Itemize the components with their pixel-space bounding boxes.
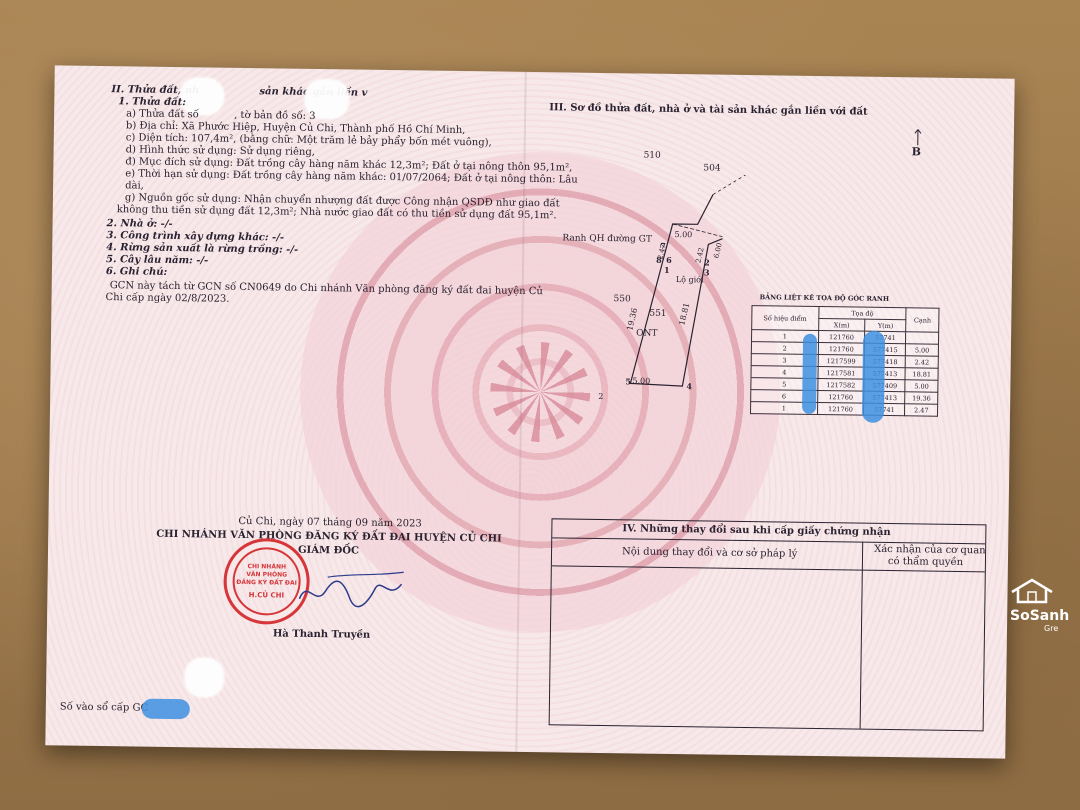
signing-date: Củ Chi, ngày 07 tháng 09 năm 2023 xyxy=(238,515,422,530)
note-line-2: Chi cấp ngày 02/8/2023. xyxy=(105,292,230,305)
signature xyxy=(298,571,404,608)
col-y: Y(m) xyxy=(864,319,907,332)
neighbor-504: 504 xyxy=(703,163,721,174)
map-sheet: , tờ bản đồ số: 3 xyxy=(234,109,316,122)
vertex-3: 3 xyxy=(703,267,710,278)
road-boundary-label: Ranh QH đường GT xyxy=(562,233,652,245)
parcel-diagram xyxy=(629,173,754,387)
registry-number: Số vào sổ cấp GC xyxy=(59,701,149,714)
coord-table-title: BẢNG LIỆT KÊ TỌA ĐỘ GÓC RANH xyxy=(759,293,890,304)
col-edge: Cạnh xyxy=(906,307,939,333)
director-title: GIÁM ĐỐC xyxy=(297,544,360,557)
redaction-blue xyxy=(141,698,190,720)
neighbor-510: 510 xyxy=(643,150,661,161)
sosanh-watermark: SoSanh Gre xyxy=(1010,578,1080,638)
parcel-number: a) Thửa đất số xyxy=(126,108,199,121)
road-setback-label: Lộ giới xyxy=(675,275,704,285)
redaction-blur xyxy=(183,657,225,698)
changes-col-content: Nội dung thay đổi và cơ sở pháp lý xyxy=(621,546,798,560)
item-6: 6. Ghi chú: xyxy=(105,266,168,278)
redaction-blue xyxy=(861,330,886,423)
neighbor-550: 550 xyxy=(613,294,631,305)
dim-bottom: 5.00 xyxy=(632,376,651,386)
col-x: X(m) xyxy=(818,318,866,332)
parcel-551: 551 xyxy=(649,308,667,319)
land-code-ont: ONT xyxy=(636,328,658,339)
changes-table: IV. Những thay đổi sau khi cấp giấy chứn… xyxy=(548,518,987,732)
neighbor-2: 2 xyxy=(598,391,604,402)
brand-tail: Gre xyxy=(1044,624,1059,633)
item-2: 2. Nhà ở: -/- xyxy=(106,218,173,230)
vertex-7: 7 xyxy=(660,240,666,251)
redaction-blue xyxy=(802,333,818,414)
vertex-1: 1 xyxy=(663,264,670,275)
house-icon xyxy=(1011,578,1053,604)
col-point: Số hiệu điểm xyxy=(751,305,819,331)
usage-term-cont: dài, xyxy=(125,180,144,192)
dim-top: 5.00 xyxy=(674,230,693,240)
changes-subheader: Nội dung thay đổi và cơ sở pháp lý Xác n… xyxy=(551,537,986,573)
brand-text: SoSanh xyxy=(1010,608,1070,624)
changes-col-confirm-2: có thẩm quyền xyxy=(887,556,964,569)
section-iii-title: III. Sơ đồ thửa đất, nhà ở và tài sản kh… xyxy=(549,102,868,118)
vertex-8: 8 xyxy=(656,254,662,265)
north-arrow: B xyxy=(912,129,923,158)
signer-name: Hà Thanh Truyền xyxy=(272,628,371,641)
vertex-4: 4 xyxy=(686,381,693,392)
changes-title: IV. Những thay đổi sau khi cấp giấy chứn… xyxy=(622,523,891,539)
item-1-heading: 1. Thửa đất: xyxy=(118,96,187,109)
land-certificate-page: II. Thửa đất, nh sản khác gắn liền v 1. … xyxy=(45,65,1015,759)
vertex-5: 5 xyxy=(625,376,632,387)
